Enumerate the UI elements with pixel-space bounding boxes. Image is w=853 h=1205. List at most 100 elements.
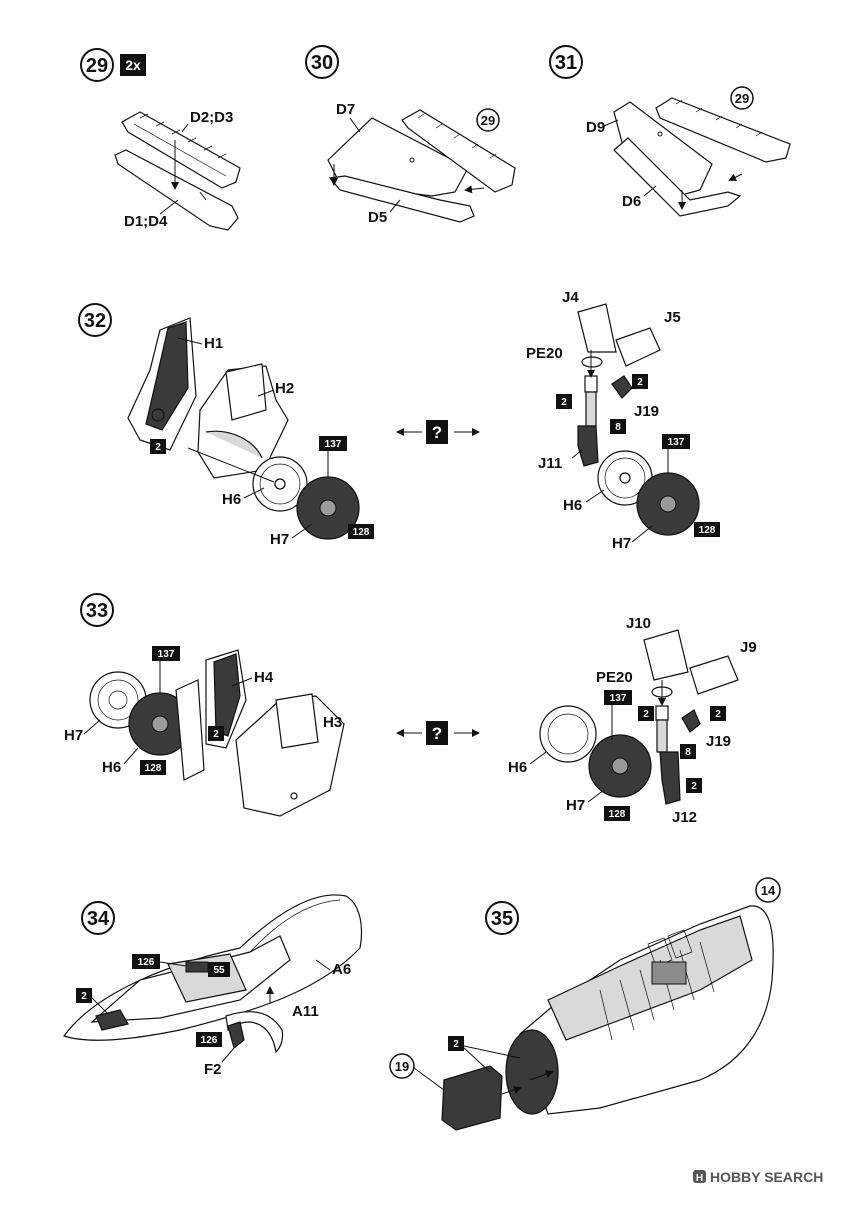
part-label: H6 bbox=[222, 491, 241, 508]
paint-badge: 126 bbox=[132, 954, 160, 969]
badge-text: 126 bbox=[138, 957, 155, 968]
part-label: J11 bbox=[538, 455, 562, 472]
badge-text: 2 bbox=[155, 442, 161, 453]
badge-text: 2 bbox=[643, 709, 649, 720]
strut bbox=[585, 391, 597, 427]
flap-part bbox=[655, 97, 791, 163]
strut-top bbox=[655, 705, 669, 721]
badge-text: 2 bbox=[691, 781, 697, 792]
part-label: H7 bbox=[612, 535, 631, 552]
part-label: J9 bbox=[740, 639, 757, 656]
fairing-door bbox=[275, 693, 319, 749]
step-number: 30 bbox=[311, 52, 333, 74]
paint-badge: 2 bbox=[686, 778, 702, 793]
badge-text: 2 bbox=[561, 397, 567, 408]
part-label: J5 bbox=[664, 309, 681, 326]
seat-detail bbox=[95, 1009, 129, 1031]
paint-badge: 2 bbox=[448, 1036, 464, 1051]
badge-text: 2 bbox=[81, 991, 87, 1002]
part-label: D7 bbox=[336, 101, 355, 118]
part-label: PE20 bbox=[596, 669, 633, 686]
badge-text: 55 bbox=[213, 965, 225, 976]
paint-badge: 137 bbox=[604, 690, 632, 705]
link-part bbox=[611, 375, 633, 399]
door-part bbox=[577, 303, 617, 353]
step-33-number: 33 bbox=[80, 593, 114, 627]
gear-door bbox=[205, 430, 263, 459]
fairing-door bbox=[225, 363, 267, 421]
step-number: 29 bbox=[86, 55, 108, 77]
paint-badge: 137 bbox=[152, 646, 180, 661]
badge-text: 2 bbox=[715, 709, 721, 720]
battery-part bbox=[441, 1065, 503, 1131]
badge-text: 137 bbox=[325, 439, 342, 450]
choice-mark: ? bbox=[432, 724, 442, 743]
step-30-number: 30 bbox=[305, 45, 339, 79]
part-label: H2 bbox=[275, 380, 294, 397]
badge-text: 2 bbox=[453, 1039, 459, 1050]
wheel-rim bbox=[539, 705, 597, 763]
paint-badge: 128 bbox=[694, 522, 720, 537]
paint-badge: 2 bbox=[710, 706, 726, 721]
bulkhead-part bbox=[505, 1029, 559, 1115]
paint-badge: 128 bbox=[140, 760, 166, 775]
flap-part bbox=[401, 109, 516, 193]
step-34-number: 34 bbox=[81, 901, 115, 935]
part-label: J19 bbox=[634, 403, 659, 420]
paint-badge: 8 bbox=[680, 744, 696, 759]
paint-badge: 2 bbox=[638, 706, 654, 721]
hobby-search-logo-icon: H bbox=[693, 1170, 706, 1184]
part-label: F2 bbox=[204, 1061, 222, 1078]
part-label: J10 bbox=[626, 615, 651, 632]
paint-badge: 8 bbox=[610, 419, 626, 434]
step-number: 33 bbox=[86, 600, 108, 622]
paint-badge: 2 bbox=[150, 439, 166, 454]
ref-part-19: 19 bbox=[389, 1053, 415, 1079]
part-label: J12 bbox=[672, 809, 697, 826]
part-label: H6 bbox=[563, 497, 582, 514]
part-label: PE20 bbox=[526, 345, 563, 362]
multiplier-text: 2x bbox=[125, 57, 141, 73]
part-label: D2;D3 bbox=[190, 109, 233, 126]
bay-interior bbox=[213, 653, 241, 737]
svg-text:H: H bbox=[696, 1173, 703, 1184]
badge-text: 137 bbox=[610, 693, 627, 704]
paint-badge: 137 bbox=[319, 436, 347, 451]
bay-interior bbox=[145, 321, 189, 431]
step-32-number: 32 bbox=[78, 303, 112, 337]
watermark-text: HOBBY SEARCH bbox=[710, 1169, 823, 1185]
step-number: 31 bbox=[555, 52, 577, 74]
badge-text: 2 bbox=[213, 729, 219, 740]
strut bbox=[656, 719, 668, 753]
step-number: 35 bbox=[491, 908, 513, 930]
part-label: H1 bbox=[204, 335, 223, 352]
gear-door bbox=[175, 679, 205, 781]
flap-lower-part bbox=[114, 149, 239, 231]
step-29: 29 2x D2;D3 D1;D4 bbox=[80, 48, 241, 231]
part-label: H7 bbox=[270, 531, 289, 548]
step-30: 30 D7 D5 29 bbox=[305, 45, 516, 226]
instrument-panel bbox=[651, 961, 687, 985]
part-label: D9 bbox=[586, 119, 605, 136]
strut-leg bbox=[577, 425, 599, 467]
badge-text: 126 bbox=[201, 1035, 218, 1046]
paint-badge: 137 bbox=[662, 434, 690, 449]
part-label: H6 bbox=[102, 759, 121, 776]
part-label: D5 bbox=[368, 209, 387, 226]
wing-lower-part bbox=[328, 175, 475, 223]
step-34: 34 A6 A11 F2 126 55 2 126 bbox=[63, 894, 363, 1078]
part-label: J4 bbox=[562, 289, 579, 306]
door-part bbox=[689, 655, 739, 695]
step-number: 32 bbox=[84, 310, 106, 332]
cockpit-interior bbox=[547, 915, 753, 1041]
strut-leg bbox=[659, 751, 681, 805]
ref-step-14: 14 bbox=[755, 877, 781, 903]
badge-text: 128 bbox=[353, 527, 370, 538]
badge-text: 128 bbox=[699, 525, 716, 536]
badge-text: 137 bbox=[158, 649, 175, 660]
door-part bbox=[615, 327, 661, 367]
paint-badge: 2 bbox=[76, 988, 92, 1003]
ref-number: 14 bbox=[761, 883, 776, 898]
